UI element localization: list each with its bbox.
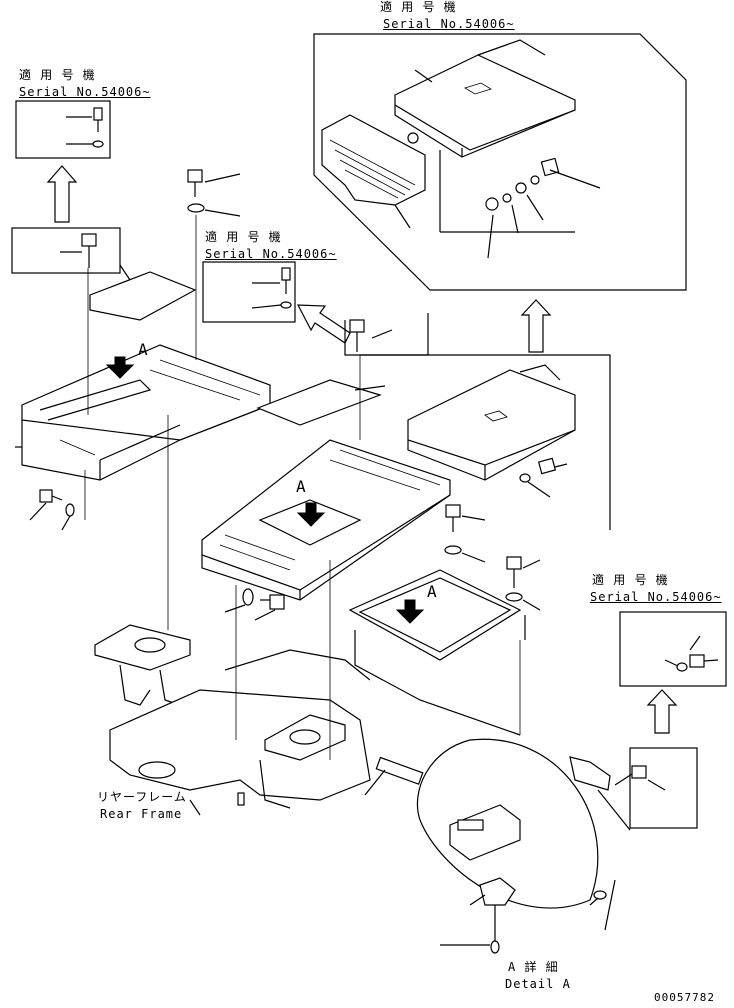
top-right-detail-box: [313, 33, 687, 291]
serial-applicable-label-left: 適 用 号 機: [19, 68, 96, 82]
right-lower-bolt-box: [597, 747, 698, 831]
assembly-lines: [84, 215, 521, 760]
rear-frame: [94, 624, 371, 816]
arrow-a-center-icon: [296, 502, 326, 527]
detail-a: [364, 738, 616, 954]
middle-serial-box: [202, 261, 296, 323]
right-lower-serial-box: [619, 611, 727, 687]
arrow-a-right-icon: [395, 599, 425, 624]
serial-number-label-top: Serial No.54006~: [383, 17, 515, 31]
right-cover-box: [360, 354, 611, 530]
rear-frame-label-jp: リヤーフレーム: [97, 790, 187, 804]
letter-a-center: A: [296, 477, 307, 496]
center-floor-assembly: [201, 379, 451, 601]
serial-number-label-right: Serial No.54006~: [590, 590, 722, 604]
detail-a-label-en: Detail A: [505, 977, 571, 991]
detail-a-label-jp: A 詳 細: [508, 960, 559, 974]
arrow-a-left-icon: [105, 356, 135, 379]
up-arrow-right-icon: [520, 299, 552, 353]
rear-frame-label-en: Rear Frame: [100, 807, 183, 821]
top-left-serial-box: [15, 100, 111, 159]
middle-bolt-box: [344, 313, 429, 356]
serial-number-label-left: Serial No.54006~: [19, 85, 151, 99]
drawing-number: 00057782: [654, 991, 715, 1004]
up-arrow-lower-icon: [646, 689, 678, 734]
serial-number-label-middle: Serial No.54006~: [205, 247, 337, 261]
serial-applicable-label-middle: 適 用 号 機: [205, 230, 282, 244]
serial-applicable-label-right: 適 用 号 機: [592, 573, 669, 587]
right-side-bolts: [444, 504, 541, 640]
up-arrow-icon: [46, 165, 78, 223]
letter-a-left: A: [138, 340, 149, 359]
left-bolt-box: [11, 227, 121, 274]
center-left-bolt: [224, 588, 285, 621]
serial-applicable-label-top: 適 用 号 機: [380, 0, 457, 14]
letter-a-right: A: [427, 582, 438, 601]
floor-plate-right: [348, 569, 522, 736]
diagonal-arrow-icon: [296, 304, 351, 344]
center-bolt-washer: [187, 169, 241, 217]
left-floor-assembly: [15, 264, 271, 531]
